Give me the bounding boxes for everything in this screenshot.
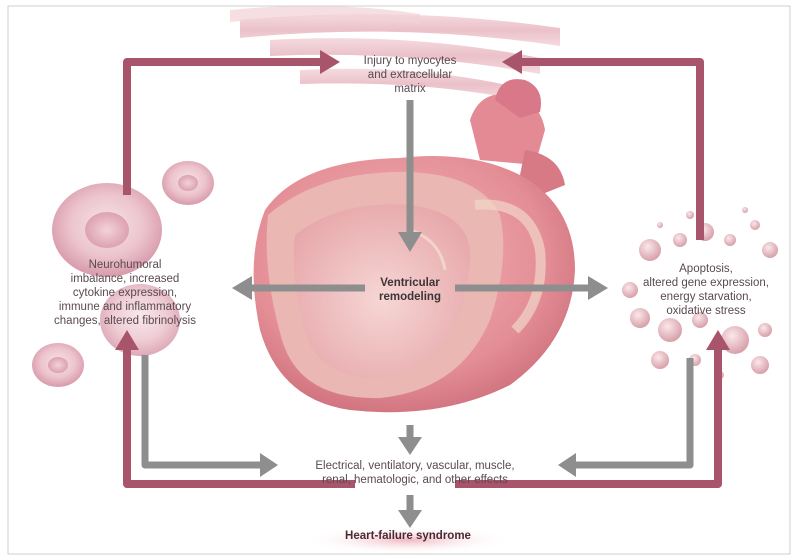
center-line-1: Ventricular <box>360 276 460 290</box>
left-line-5: changes, altered fibrinolysis <box>20 314 230 328</box>
neurohumoral-label: Neurohumoral imbalance, increased cytoki… <box>20 258 230 328</box>
right-line-1: Apoptosis, <box>618 262 794 276</box>
center-line-2: remodeling <box>360 290 460 304</box>
left-line-2: imbalance, increased <box>20 272 230 286</box>
heart-failure-syndrome-label: Heart-failure syndrome <box>308 530 508 542</box>
ventricular-remodeling-label: Ventricular remodeling <box>360 276 460 304</box>
left-line-1: Neurohumoral <box>20 258 230 272</box>
injury-line-2: and extracellular <box>330 68 490 82</box>
apoptosis-label: Apoptosis, altered gene expression, ener… <box>618 262 794 318</box>
right-line-2: altered gene expression, <box>618 276 794 290</box>
injury-label: Injury to myocytes and extracellular mat… <box>330 54 490 96</box>
left-line-4: immune and inflammatory <box>20 300 230 314</box>
right-line-3: energy starvation, <box>618 290 794 304</box>
left-line-3: cytokine expression, <box>20 286 230 300</box>
effects-label: Electrical, ventilatory, vascular, muscl… <box>270 459 560 487</box>
heart-illustration <box>254 79 575 412</box>
right-line-4: oxidative stress <box>618 304 794 318</box>
injury-line-3: matrix <box>330 82 490 96</box>
injury-line-1: Injury to myocytes <box>330 54 490 68</box>
effects-line-1: Electrical, ventilatory, vascular, muscl… <box>270 459 560 473</box>
effects-line-2: renal, hematologic, and other effects <box>270 473 560 487</box>
